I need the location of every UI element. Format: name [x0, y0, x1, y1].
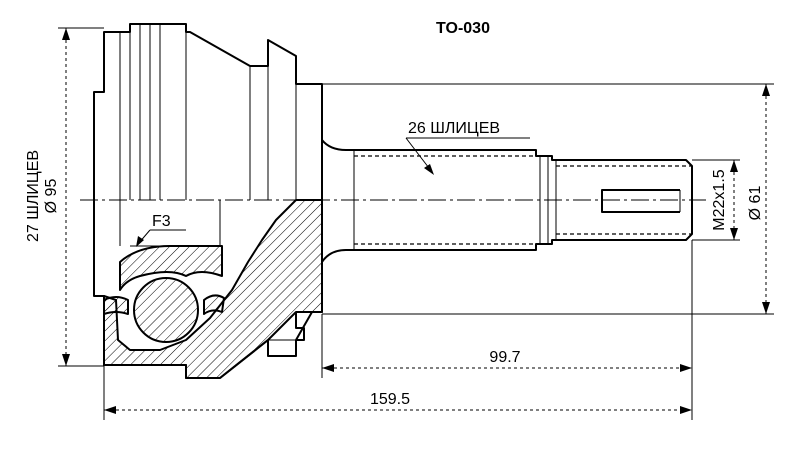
chamfer-label: F3	[152, 213, 171, 230]
dimension-length-159-5	[103, 366, 692, 420]
diameter-61-label: Ø 61	[747, 186, 764, 221]
length-shaft-label: 99.7	[489, 349, 520, 366]
spline-outer-leader	[405, 137, 530, 175]
spline-inner-label: 27 ШЛИЦЕВ	[25, 150, 42, 242]
dimension-diameter-95	[58, 27, 104, 367]
dimension-thread	[692, 159, 740, 241]
joint-housing	[93, 23, 323, 379]
thread-label: M22x1.5	[711, 169, 728, 230]
spline-outer-label: 26 ШЛИЦЕВ	[408, 120, 500, 137]
part-number-title: TO-030	[436, 20, 490, 37]
dimension-length-99-7	[321, 240, 693, 420]
spline-shaft	[321, 84, 693, 263]
dimension-diameter-61	[322, 83, 774, 315]
length-total-label: 159.5	[370, 391, 410, 408]
diameter-95-label: Ø 95	[43, 179, 60, 214]
chamfer-leader	[136, 229, 186, 247]
